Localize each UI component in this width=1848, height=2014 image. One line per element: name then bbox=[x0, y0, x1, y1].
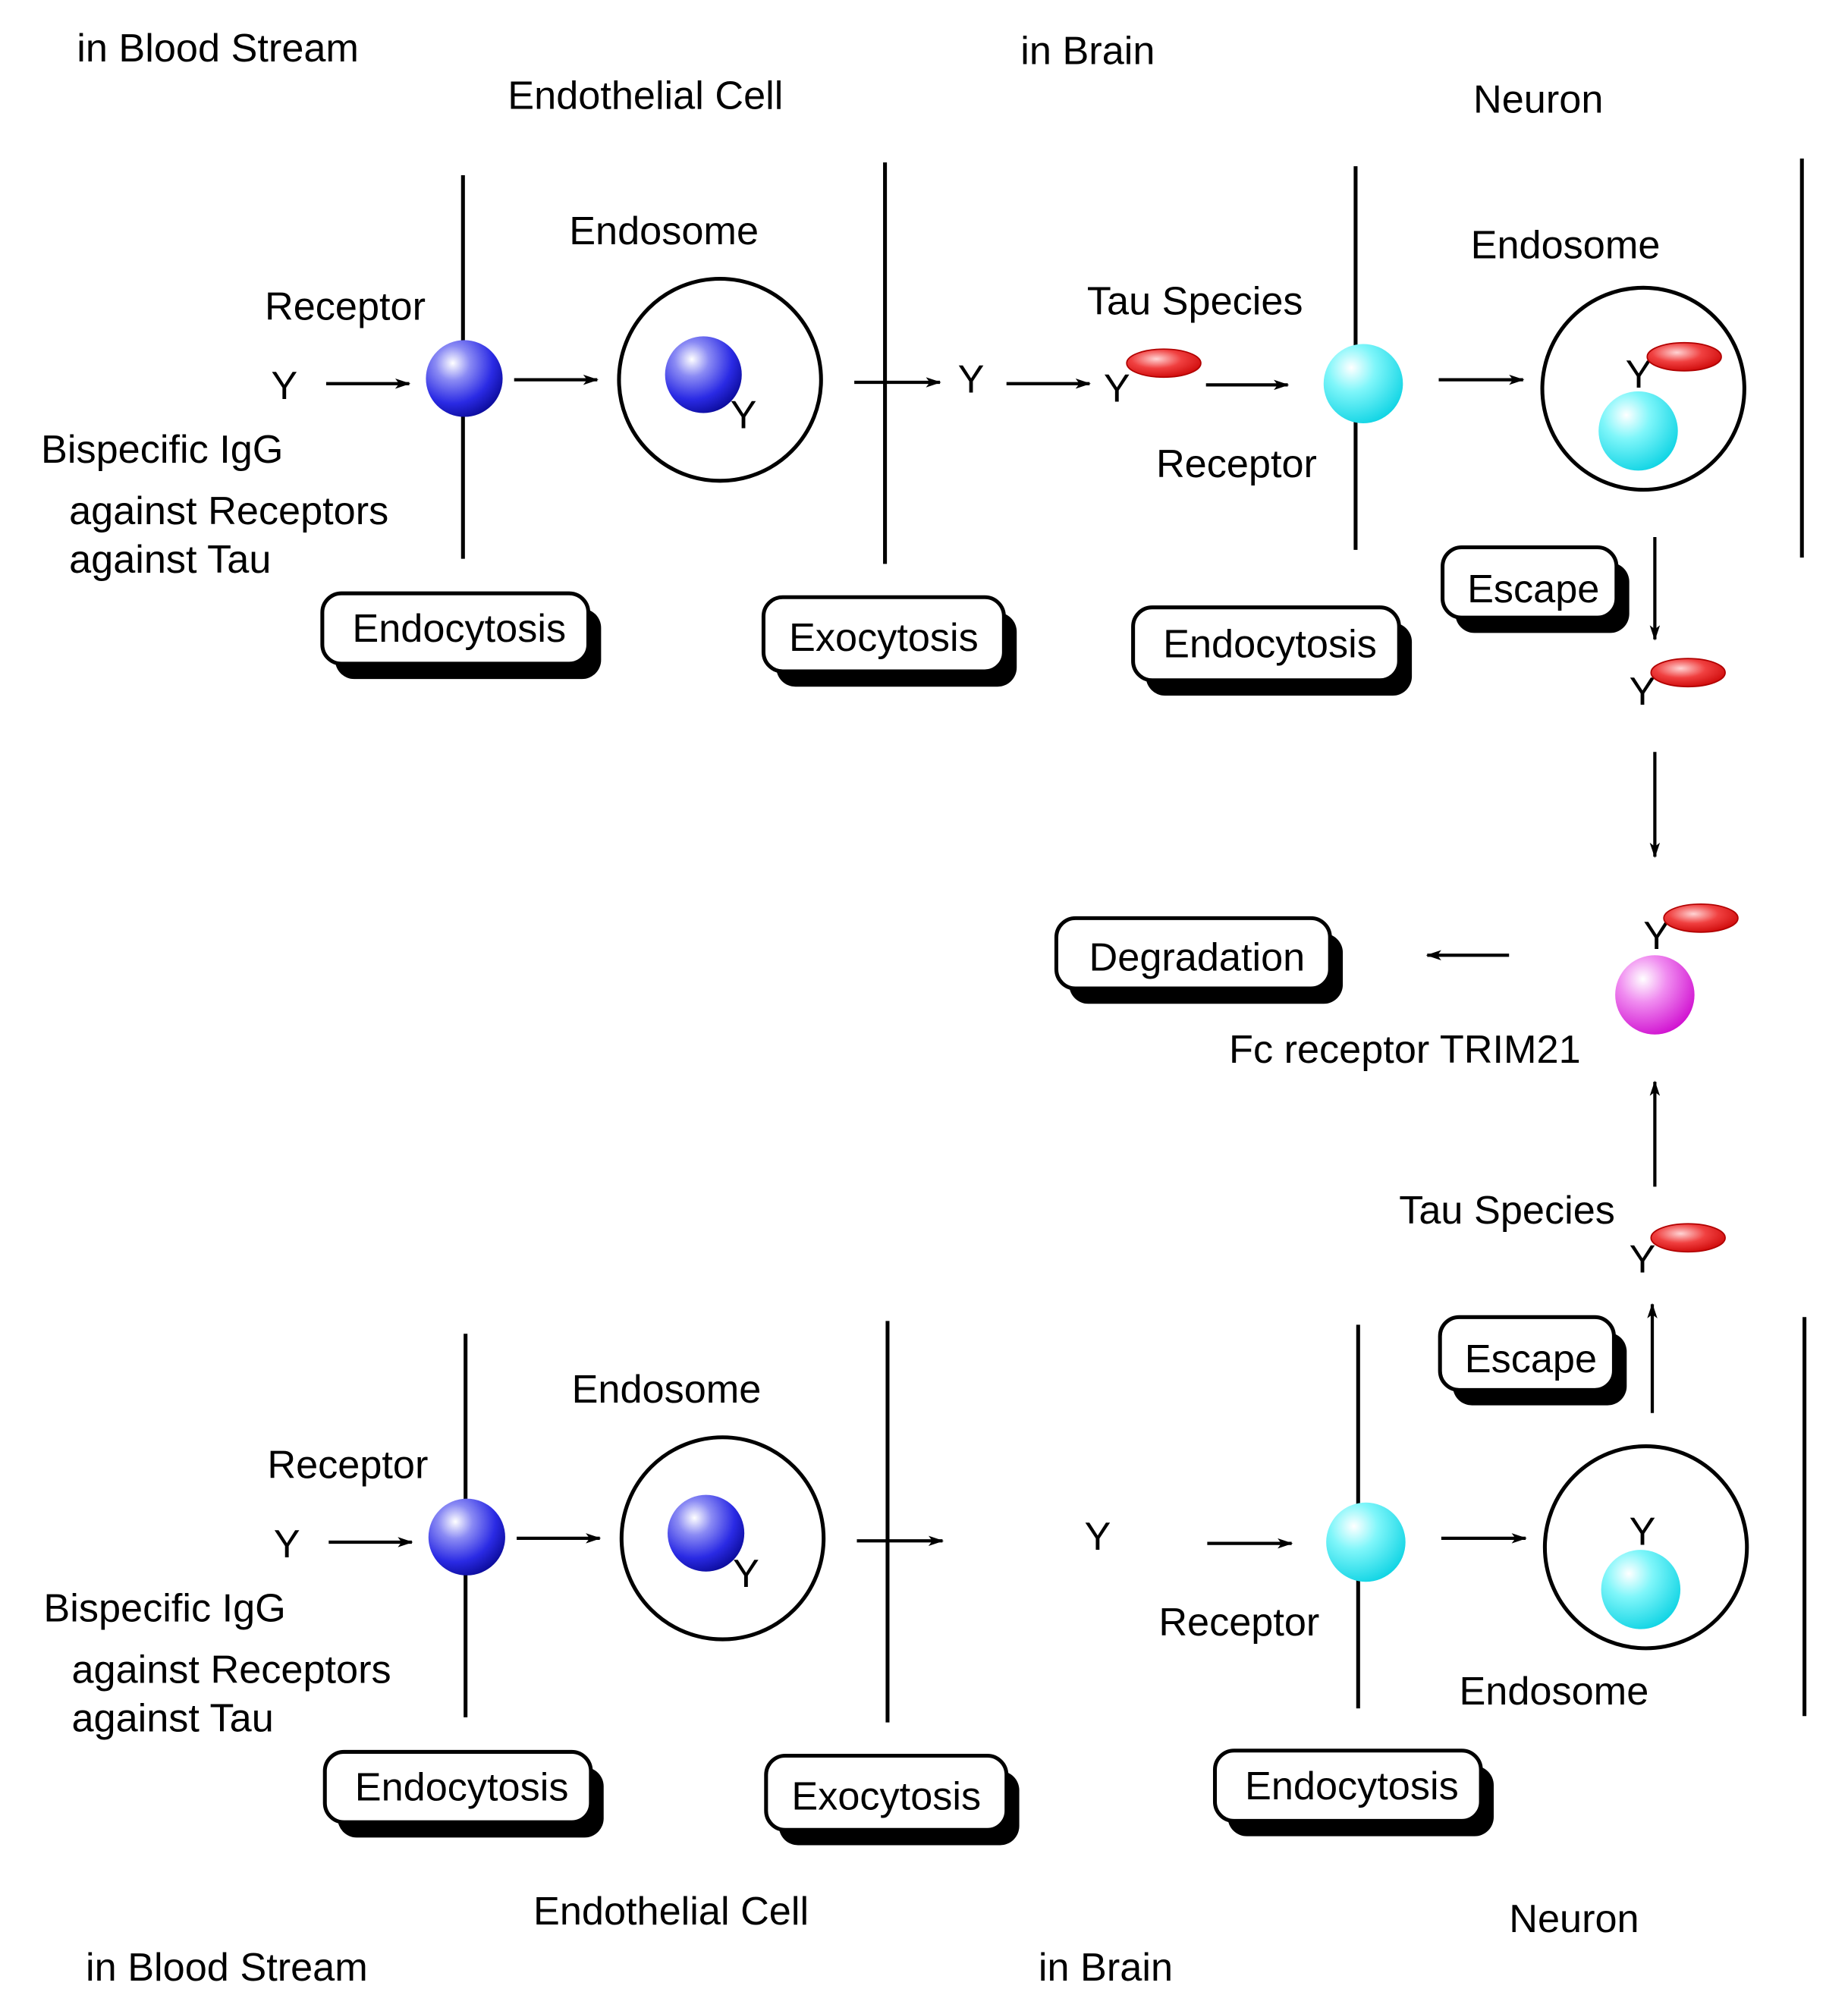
neuron-endosome-label: Endosome bbox=[1471, 224, 1661, 268]
bispecific-igg-label: Bispecific IgG bbox=[41, 428, 283, 472]
neuron-endosome-receptor-sphere-icon bbox=[1598, 391, 1678, 471]
escaped-tau-icon bbox=[1650, 658, 1726, 688]
fc-receptor-label: Fc receptor TRIM21 bbox=[1229, 1028, 1581, 1072]
lower-endosome-label: Endosome bbox=[572, 1368, 762, 1412]
lower-region-label-neuron: Neuron bbox=[1509, 1897, 1639, 1941]
trim21-sphere-icon bbox=[1615, 955, 1695, 1035]
lower-endosome-receptor-sphere-icon bbox=[668, 1494, 745, 1572]
lower-neuron-endosome-circle bbox=[1542, 1444, 1749, 1651]
against-receptors-label: against Receptors bbox=[69, 489, 388, 533]
antibody-icon: Y bbox=[271, 364, 297, 408]
neuron-endosome-tau-icon bbox=[1646, 341, 1722, 372]
lower-against-receptors-label: against Receptors bbox=[71, 1648, 391, 1692]
lower-neuron-endocytosis-box-label: Endocytosis bbox=[1245, 1764, 1459, 1808]
lower-endosome-antibody-icon: Y bbox=[733, 1552, 759, 1596]
trim21-tau-icon bbox=[1663, 903, 1739, 933]
bottom-pathway: Escape Y Receptor Bispecific IgG against… bbox=[43, 1302, 1807, 1990]
neuron-endocytosis-box-label: Endocytosis bbox=[1163, 622, 1377, 666]
lower-escaped-tau-icon bbox=[1650, 1223, 1726, 1253]
lower-escape-box: Escape bbox=[1438, 1315, 1627, 1406]
lower-against-tau-label: against Tau bbox=[71, 1696, 273, 1740]
lower-escape-box-label: Escape bbox=[1465, 1337, 1597, 1381]
region-label-blood-stream: in Blood Stream bbox=[77, 27, 359, 71]
receptor-sphere-icon bbox=[426, 340, 503, 417]
lower-exocytosis-box-label: Exocytosis bbox=[791, 1774, 981, 1818]
lower-receptor-sphere-icon bbox=[428, 1498, 505, 1576]
escaped-antibody-icon: Y bbox=[1630, 670, 1656, 714]
tau-species-label: Tau Species bbox=[1087, 280, 1303, 324]
region-label-endothelial-cell: Endothelial Cell bbox=[508, 74, 783, 118]
lower-region-label-brain: in Brain bbox=[1039, 1946, 1173, 1990]
receptor-label: Receptor bbox=[265, 284, 426, 328]
lower-neuron-endocytosis-box: Endocytosis bbox=[1212, 1749, 1494, 1836]
against-tau-label: against Tau bbox=[69, 538, 271, 582]
lower-neuron-receptor-label: Receptor bbox=[1158, 1601, 1319, 1645]
escape-box: Escape bbox=[1441, 545, 1630, 633]
lower-neuron-endosome-receptor-sphere-icon bbox=[1601, 1550, 1681, 1629]
neuron-receptor-sphere-icon bbox=[1323, 344, 1403, 423]
lower-antibody-icon: Y bbox=[274, 1522, 300, 1566]
endosome-label: Endosome bbox=[569, 209, 759, 253]
lower-region-label-blood-stream: in Blood Stream bbox=[86, 1946, 368, 1990]
region-label-brain: in Brain bbox=[1020, 29, 1155, 73]
neuron-receptor-label: Receptor bbox=[1156, 442, 1317, 486]
region-label-neuron: Neuron bbox=[1473, 77, 1603, 121]
neuron-endosome-circle bbox=[1540, 285, 1746, 492]
brain-antibody-icon: Y bbox=[958, 358, 985, 402]
degradation-box: Degradation bbox=[1054, 916, 1344, 1004]
lower-neuron-endosome-antibody-icon: Y bbox=[1630, 1510, 1656, 1554]
lower-region-label-endothelial-cell: Endothelial Cell bbox=[533, 1890, 809, 1934]
lower-brain-antibody-icon: Y bbox=[1085, 1515, 1111, 1559]
exocytosis-box: Exocytosis bbox=[761, 595, 1017, 687]
lower-escaped-antibody-icon: Y bbox=[1630, 1237, 1656, 1281]
top-pathway: in Blood Stream Endothelial Cell in Brai… bbox=[41, 27, 1804, 859]
lower-neuron-endosome-label: Endosome bbox=[1459, 1670, 1648, 1714]
escape-box-label: Escape bbox=[1467, 567, 1599, 611]
exocytosis-box-label: Exocytosis bbox=[789, 616, 979, 660]
bound-antibody-icon: Y bbox=[1104, 366, 1130, 410]
lower-neuron-receptor-sphere-icon bbox=[1326, 1502, 1406, 1582]
degradation-section: Y Fc receptor TRIM21 Degradation Tau Spe… bbox=[1054, 903, 1739, 1281]
endosome-receptor-sphere-icon bbox=[665, 336, 742, 413]
tau-species-label-lower: Tau Species bbox=[1399, 1189, 1615, 1233]
endocytosis-box: Endocytosis bbox=[320, 591, 602, 680]
endocytosis-box-label: Endocytosis bbox=[352, 607, 566, 651]
lower-exocytosis-box: Exocytosis bbox=[764, 1753, 1020, 1846]
neuron-endocytosis-box: Endocytosis bbox=[1131, 605, 1413, 696]
lower-bispecific-igg-label: Bispecific IgG bbox=[43, 1586, 285, 1630]
lower-receptor-label: Receptor bbox=[267, 1444, 428, 1488]
endosome-antibody-icon: Y bbox=[731, 394, 757, 438]
lower-endocytosis-box-label: Endocytosis bbox=[355, 1765, 569, 1809]
tau-ellipse-icon bbox=[1126, 348, 1202, 379]
lower-endocytosis-box: Endocytosis bbox=[322, 1749, 604, 1838]
degradation-box-label: Degradation bbox=[1089, 935, 1306, 979]
